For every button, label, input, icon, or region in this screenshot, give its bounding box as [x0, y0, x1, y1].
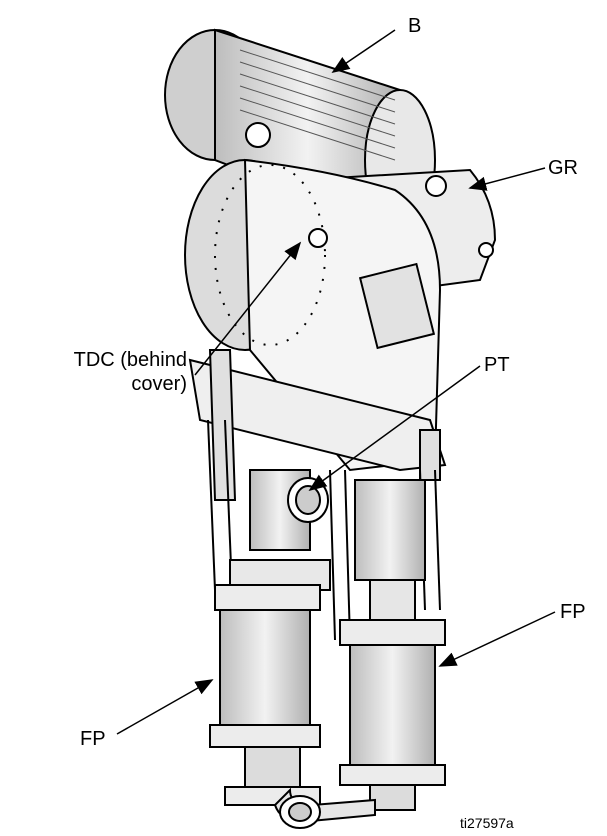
outlet-manifold	[273, 787, 376, 829]
callout-gr: GR	[548, 157, 578, 179]
callout-fp-right: FP	[560, 601, 586, 623]
arrow-icon	[308, 365, 481, 492]
callout-tdc: TDC (behind cover)	[32, 348, 187, 396]
figure-id: ti27597a	[460, 815, 514, 831]
arrow-icon	[468, 167, 546, 191]
arrow-icon	[194, 241, 302, 376]
callout-fp-left: FP	[80, 728, 106, 750]
frame	[188, 349, 447, 501]
callout-b: B	[408, 15, 422, 37]
arrow-icon	[438, 611, 556, 667]
callout-tdc-line2: cover)	[131, 373, 187, 395]
pump-tube	[229, 469, 331, 591]
fluid-pump-left	[209, 584, 321, 806]
callout-tdc-line1: TDC (behind	[73, 349, 187, 371]
arrow-icon	[331, 29, 396, 74]
fluid-pump-right	[339, 479, 446, 811]
callout-pt: PT	[484, 354, 510, 376]
leader-lines	[116, 29, 556, 735]
arrow-icon	[116, 679, 214, 735]
